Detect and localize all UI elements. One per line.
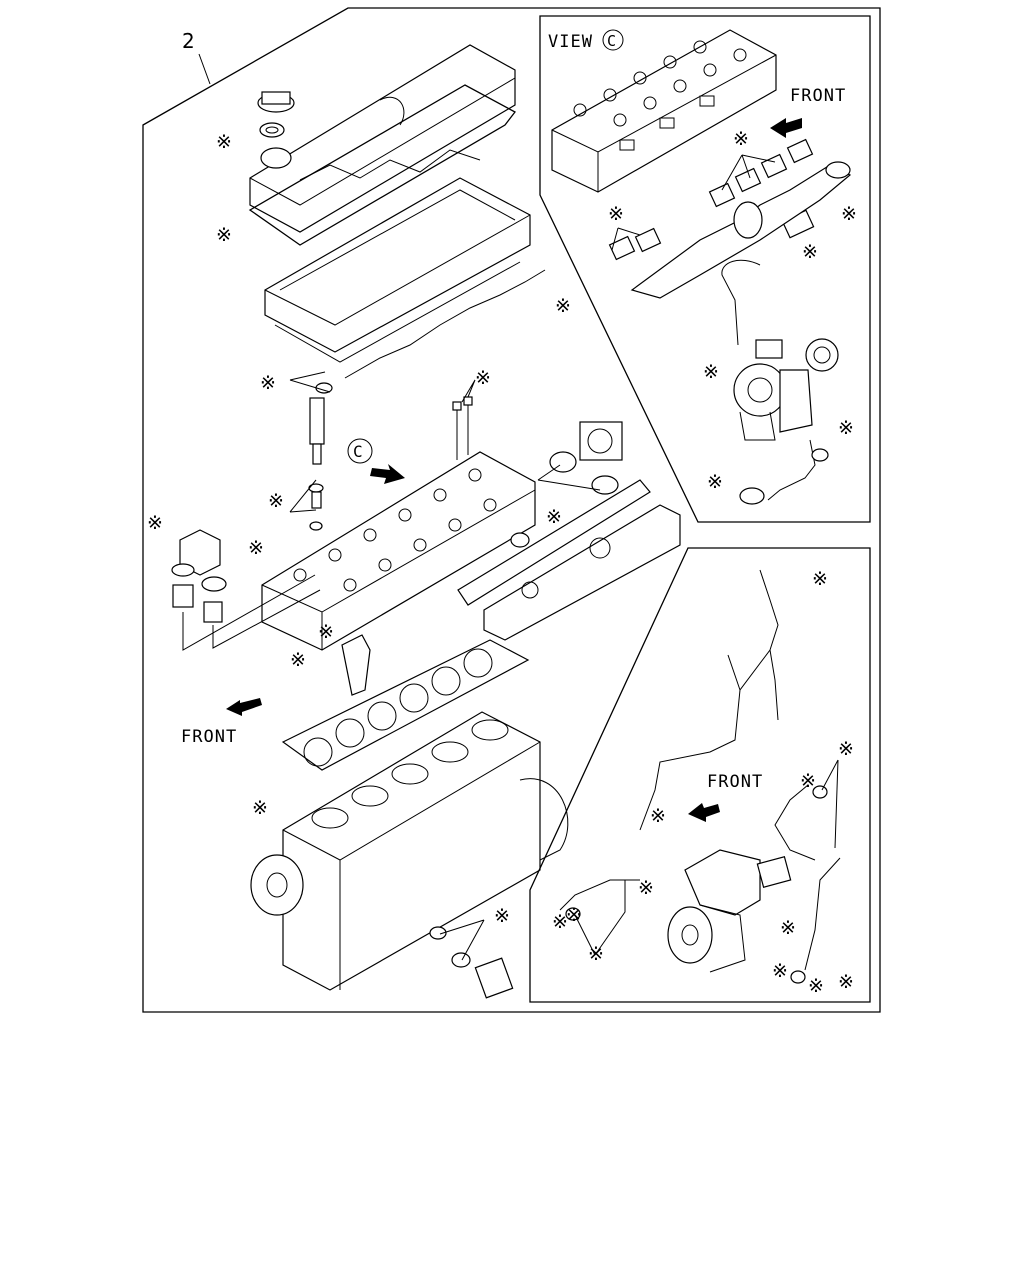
kit-marker: ※	[260, 372, 276, 394]
kit-marker: ※	[780, 917, 796, 939]
kit-marker: ※	[841, 203, 857, 225]
turbocharger	[733, 338, 839, 441]
main-front-arrow-icon	[226, 698, 262, 716]
turbo-oil-return-pipe	[767, 439, 816, 501]
kit-marker: ※	[555, 295, 571, 317]
water-outlet-gasket-2	[591, 475, 619, 495]
head-bolts	[452, 396, 473, 460]
kit-marker: ※	[475, 367, 491, 389]
view-c-front-label: FRONT	[790, 86, 846, 106]
compressor-pipe-washer-bottom	[790, 970, 806, 984]
thermostat-housing	[171, 529, 227, 623]
air-compressor-pipe	[639, 569, 779, 831]
section-c-circle-icon	[347, 438, 373, 464]
section-c-arrow-icon	[370, 464, 405, 484]
kit-marker: ※	[802, 241, 818, 263]
kit-marker: ※	[290, 649, 306, 671]
kit-marker: ※	[703, 361, 719, 383]
kit-marker: ※	[546, 506, 562, 528]
rocker-housing	[264, 177, 531, 353]
kit-marker: ※	[147, 512, 163, 534]
item-number-leader	[198, 53, 211, 85]
kit-marker: ※	[772, 960, 788, 982]
oil-cooler-outlet	[341, 634, 371, 696]
exhaust-manifold	[630, 161, 852, 299]
kit-marker: ※	[608, 203, 624, 225]
block-o-ring	[429, 926, 447, 940]
main-front-label: FRONT	[181, 727, 237, 747]
kit-marker: ※	[318, 621, 334, 643]
cylinder-block	[282, 711, 569, 991]
kit-marker: ※	[838, 738, 854, 760]
pump-front-arrow-icon	[688, 803, 720, 822]
oil-pressure-sensor	[474, 957, 514, 999]
valve-cover	[249, 44, 516, 233]
thermostat-leader	[182, 574, 321, 651]
intake-manifold-gasket	[457, 479, 651, 606]
injector-leak-off-pipe	[344, 269, 546, 379]
intake-seal	[510, 532, 530, 548]
kit-marker: ※	[588, 943, 604, 965]
kit-markers: ※ ※ ※ ※ ※ ※ ※ ※ ※ ※ ※ ※ ※ ※ ※ ※ ※ ※ ※ ※ …	[147, 128, 857, 997]
kit-marker: ※	[650, 805, 666, 827]
rocker-housing-gasket	[274, 261, 521, 363]
turbo-return-gasket	[739, 487, 765, 505]
kit-marker: ※	[808, 975, 824, 997]
crankshaft-pulley	[250, 854, 304, 916]
kit-marker: ※	[252, 797, 268, 819]
kit-marker: ※	[838, 971, 854, 993]
oil-filler-cap	[257, 91, 295, 138]
view-c-cylinder-head	[551, 29, 777, 193]
compressor-pipe-washer-right	[812, 785, 828, 799]
view-c-circle-icon	[602, 29, 624, 51]
air-compressor-pipe-branch	[727, 649, 779, 721]
turbo-oil-feed-pipe	[721, 259, 761, 346]
kit-marker: ※	[638, 877, 654, 899]
kit-marker: ※	[552, 911, 568, 933]
kit-marker: ※	[268, 490, 284, 512]
kit-marker: ※	[733, 128, 749, 150]
view-c-letter: C	[607, 32, 616, 50]
kit-marker: ※	[566, 904, 582, 926]
leader-lines	[289, 154, 839, 961]
kit-marker: ※	[800, 770, 816, 792]
item-number: 2	[182, 29, 195, 53]
kit-marker: ※	[216, 131, 232, 153]
block-o-ring-2	[451, 952, 471, 968]
cylinder-head-gasket	[281, 639, 530, 771]
turbo-oil-gasket	[811, 448, 829, 462]
section-c-letter: C	[353, 442, 363, 461]
kit-marker: ※	[707, 471, 723, 493]
pump-front-label: FRONT	[707, 772, 763, 792]
kit-boundary	[142, 7, 881, 1013]
kit-marker: ※	[812, 568, 828, 590]
valve-cover-gasket	[248, 84, 516, 246]
kit-marker: ※	[838, 417, 854, 439]
intake-manifold	[483, 504, 681, 641]
view-c-inset-frame	[539, 15, 871, 523]
view-c-front-arrow-icon	[770, 118, 802, 138]
fuel-injector	[308, 382, 333, 531]
view-c-label: VIEW	[548, 32, 593, 52]
kit-marker: ※	[216, 224, 232, 246]
water-outlet	[579, 421, 623, 461]
kit-marker: ※	[248, 537, 264, 559]
pump-inset-frame	[529, 547, 871, 1003]
compressor-coolant-pipe-right	[774, 784, 841, 971]
kit-marker: ※	[494, 905, 510, 927]
air-compressor	[667, 849, 792, 973]
